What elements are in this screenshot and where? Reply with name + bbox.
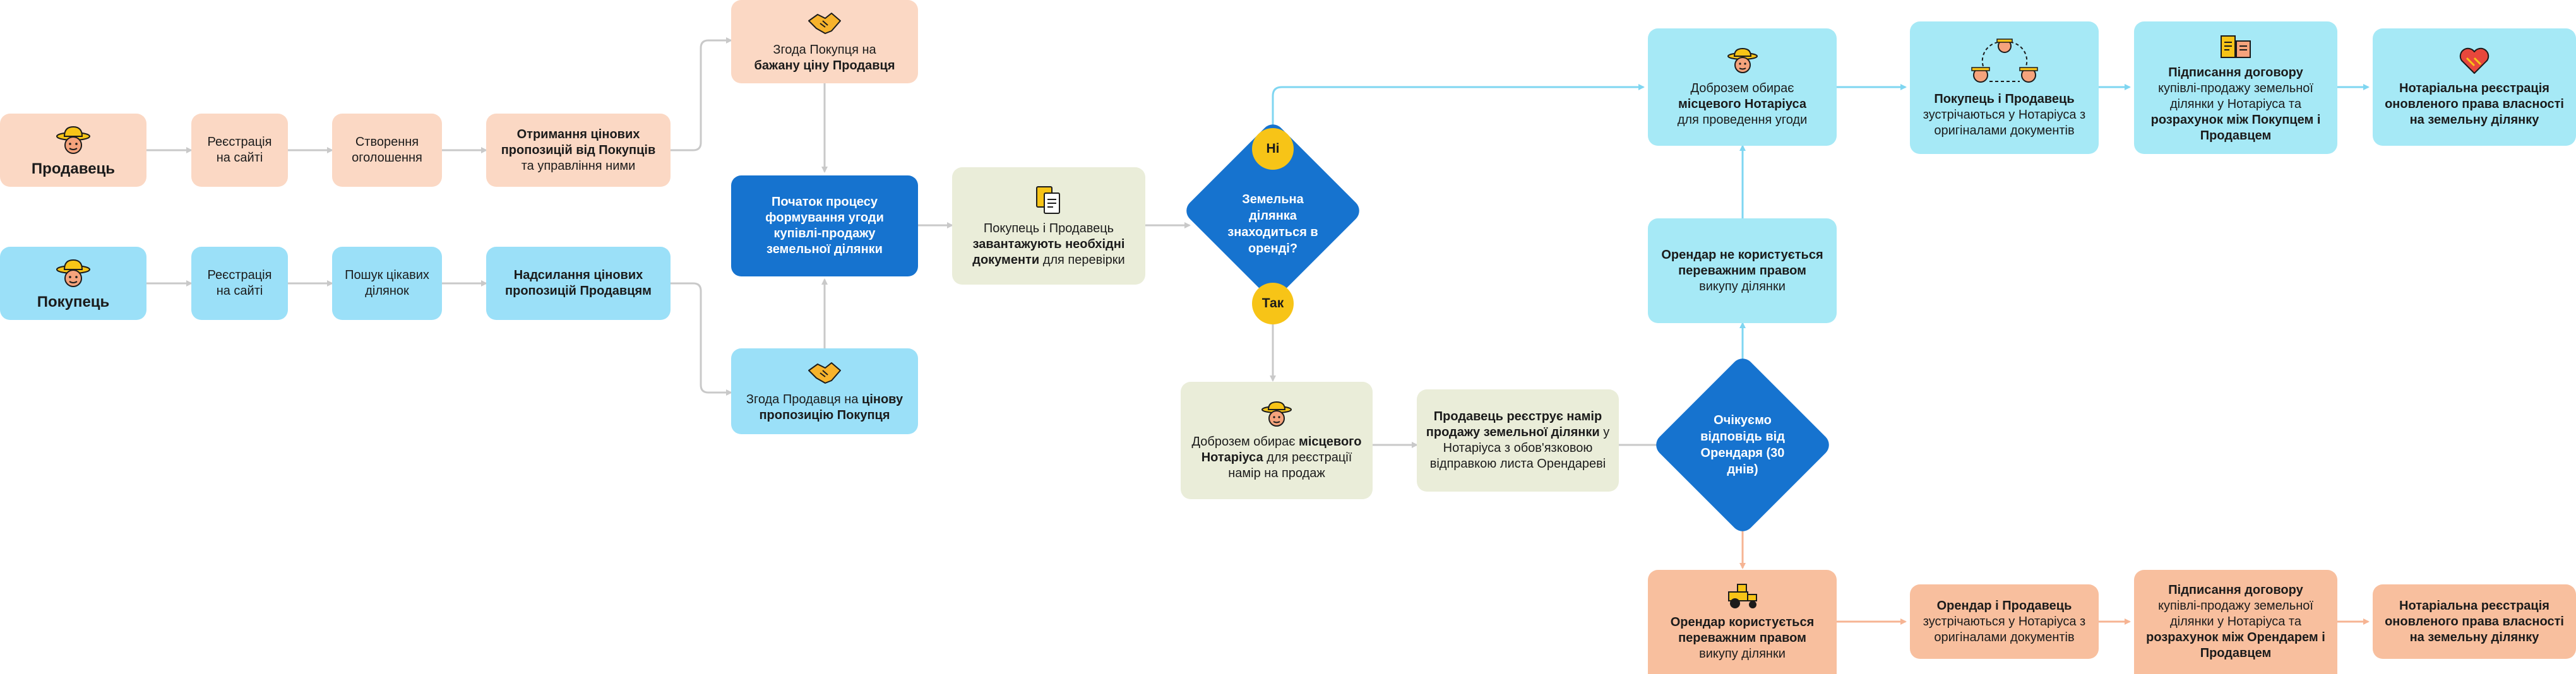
seller-create-listing-text: Створення оголошення [352, 135, 422, 165]
documents-icon [1036, 186, 1060, 214]
tenant-contract-bold1: Підписання договору [2168, 583, 2303, 597]
tenant-contract-text: купівлі-продажу земельної ділянки у Нота… [2158, 599, 2313, 629]
tenant-declines-text: викупу ділянки [1699, 279, 1786, 293]
contract-text: купівлі-продажу земельної ділянки у Нота… [2158, 81, 2313, 111]
meeting-icon [1971, 38, 2038, 83]
seller-node: Продавець [0, 114, 146, 187]
seller-registers-bold: Продавець реєструє намір продажу земельн… [1426, 410, 1602, 439]
seller-register: Реєстрація на сайті [191, 114, 288, 187]
buyer-label: Покупець [37, 293, 110, 310]
meet-text: зустрічаються у Нотаріуса з оригіналами … [1923, 107, 2086, 138]
buyer-agrees-bold: бажану ціну Продавця [754, 59, 895, 73]
deal-notary-text1: Доброзем обирає [1690, 81, 1794, 95]
tenant-seller-contract-node: Підписання договору купівлі-продажу земел… [2134, 570, 2337, 674]
tenant-uses-right-node: Орендар користується переважним правом ви… [1648, 570, 1837, 674]
documents-bold: завантажують необхідні документи [972, 237, 1125, 267]
seller-registers-intent-node: Продавець реєструє намір продажу земельн… [1417, 389, 1619, 492]
no-badge: Ні [1252, 128, 1294, 170]
start-process-text: Початок процесу формування угоди купівлі… [765, 195, 884, 256]
buyer-search-plots-text: Пошук цікавих ділянок [345, 268, 429, 298]
tenant-declines-node: Орендар не користується переважним право… [1648, 218, 1837, 323]
documents-text1: Покупець і Продавець [983, 221, 1114, 235]
seller-label: Продавець [31, 160, 116, 177]
deal-notary-text2: для проведення угоди [1677, 112, 1808, 127]
seller-registers-text: у Нотаріуса з обов'язковою відправкою ли… [1429, 425, 1610, 471]
tenant-meet-text: зустрічаються у Нотаріуса з оригіналами … [1923, 614, 2086, 644]
tenant-contract-bold2: розрахунок між Орендарем і Продавцем [2146, 630, 2325, 660]
tractor-icon [1727, 584, 1757, 608]
seller-receive-offers-bold: Отримання цінових пропозицій від Покупці… [501, 127, 656, 157]
farmer-icon [56, 259, 90, 287]
seller-register-text: Реєстрація на сайті [207, 135, 272, 165]
buyer-register: Реєстрація на сайті [191, 247, 288, 320]
ownership-registration-node: Нотаріальна реєстрація оновленого права … [2373, 28, 2576, 146]
documents-text2: для перевірки [1042, 252, 1125, 267]
tenant-meet-bold: Орендар і Продавець [1936, 598, 2072, 613]
seller-agrees-node: Згода Продавця на цінову пропозицію Поку… [731, 348, 918, 434]
decision-leased-text: Земельна ділянка знаходиться в оренді? [1227, 192, 1318, 256]
seller-create-listing: Створення оголошення [332, 114, 442, 187]
deal-notary-bold: місцевого Нотаріуса [1678, 97, 1806, 111]
handshake-icon [808, 13, 841, 34]
contract-bold2: розрахунок між Покупцем і Продавцем [2150, 112, 2321, 143]
buyer-agrees-node: Згода Покупця на бажану ціну Продавця [731, 0, 918, 83]
handshake-icon [808, 362, 841, 384]
buyer-send-offers: Надсилання цінових пропозицій Продавцям [486, 247, 671, 320]
tenant-uses-text: викупу ділянки [1699, 647, 1786, 661]
documents-node: Покупець і Продавець завантажують необхід… [952, 167, 1145, 285]
notary-icon [1261, 401, 1292, 427]
notary-icon [1727, 47, 1758, 73]
buyer-register-text: Реєстрація на сайті [207, 268, 272, 298]
meet-bold: Покупець і Продавець [1934, 92, 2075, 106]
contract-bold1: Підписання договору [2168, 65, 2303, 80]
start-process-node: Початок процесу формування угоди купівлі… [731, 175, 918, 276]
tenant-ownership-registration-text: Нотаріальна реєстрація оновленого права … [2385, 598, 2564, 644]
buyer-search-plots: Пошук цікавих ділянок [332, 247, 442, 320]
contract-icon [2221, 35, 2251, 58]
tenant-declines-bold: Орендар не користується переважним право… [1661, 247, 1823, 278]
register-notary-text1: Доброзем обирає [1191, 434, 1296, 449]
seller-agrees-text: Згода Продавця на [746, 393, 859, 406]
yes-badge: Так [1252, 283, 1294, 324]
tenant-ownership-registration-node: Нотаріальна реєстрація оновленого права … [2373, 584, 2576, 659]
decision-tenant-text: Очікуємо відповідь від Орендаря (30 днів… [1700, 413, 1785, 476]
seller-agrees-bold: цінову пропозицію Покупця [759, 393, 903, 422]
tenant-uses-bold: Орендар користується переважним правом [1670, 615, 1815, 645]
seller-receive-offers: Отримання цінових пропозицій від Покупці… [486, 114, 671, 187]
ownership-registration-text: Нотаріальна реєстрація оновленого права … [2385, 81, 2564, 127]
register-notary-text2: для реєстрації намір на продаж [1228, 450, 1352, 480]
dobrozem-notary-register-node: Доброзем обирає місцевого Нотаріуса для … [1181, 382, 1373, 499]
farmer-icon [56, 126, 90, 154]
register-notary-bold: місцевого Нотаріуса [1201, 434, 1362, 464]
buyer-send-offers-text: Надсилання цінових пропозицій Продавцям [505, 268, 652, 298]
heart-icon [2459, 47, 2490, 74]
seller-receive-offers-text: та управління ними [521, 158, 636, 173]
buyer-agrees-text: Згода Покупця на [773, 43, 876, 57]
buyer-node: Покупець [0, 247, 146, 320]
